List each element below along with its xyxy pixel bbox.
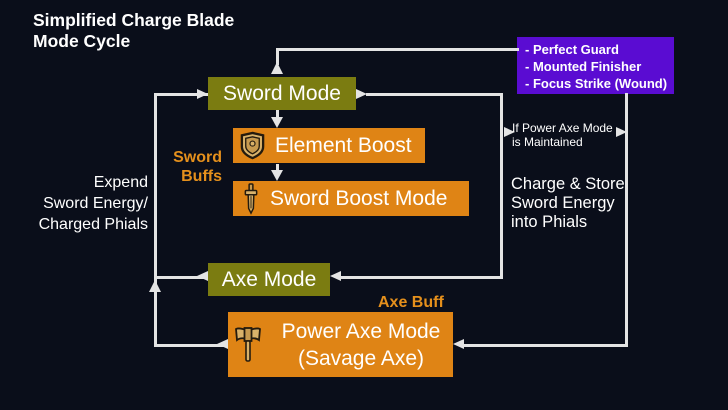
connector-charge-vertical (500, 93, 503, 279)
power-axe-mode-label-line2: (Savage Axe) (297, 346, 425, 370)
connector-element-to-boost-vertical (276, 164, 279, 173)
arrowhead-into-power-axe-mode (453, 339, 464, 349)
diagram-title-line2: Mode Cycle (33, 31, 131, 51)
expend-energy-note-line1: Expend (93, 174, 148, 191)
arrowhead-sword-mode-exit-up (271, 62, 283, 74)
power-axe-mode-label-line1: Power Axe Mode (281, 319, 441, 343)
sword-buffs-label-line2: Buffs (181, 168, 222, 185)
connector-sword-to-moves-horizontal (276, 48, 519, 51)
shield-icon (238, 131, 267, 160)
arrowhead-sword-mode-exit-right (356, 89, 367, 99)
arrowhead-axe-mode-exit-left (197, 271, 208, 281)
arrowhead-left-loop-up (149, 280, 161, 292)
node-axe-mode: Axe Mode (208, 263, 330, 296)
move-item-focus-strike: - Focus Strike (Wound) (525, 76, 668, 91)
node-power-axe-mode: Power Axe Mode (Savage Axe) (228, 312, 453, 377)
expend-energy-note-line3: Charged Phials (38, 216, 148, 233)
if-maintained-note-line1: If Power Axe Mode (512, 121, 613, 135)
connector-moves-vertical (625, 93, 628, 347)
expend-energy-note-line2: Sword Energy/ (43, 195, 148, 212)
trigger-moves-box: - Perfect Guard - Mounted Finisher - Foc… (517, 37, 674, 94)
charge-store-note-line1: Charge & Store (511, 175, 625, 193)
sword-boost-mode-label: Sword Boost Mode (270, 186, 448, 210)
connector-sword-to-moves-vertical (276, 48, 279, 65)
connector-poweraxe-exit-horizontal (154, 344, 228, 347)
axe-mode-label: Axe Mode (221, 267, 317, 291)
element-boost-label: Element Boost (275, 133, 412, 157)
expend-energy-note: Expend Sword Energy/ Charged Phials (18, 172, 148, 235)
if-maintained-note-line2: is Maintained (512, 135, 583, 149)
diagram-title: Simplified Charge Blade Mode Cycle (33, 10, 234, 52)
diagram-title-line1: Simplified Charge Blade (33, 10, 235, 30)
move-item-mounted-finisher: - Mounted Finisher (525, 59, 642, 74)
charge-store-note: Charge & Store Sword Energy into Phials (511, 175, 625, 232)
node-element-boost: Element Boost (233, 128, 425, 163)
node-sword-mode: Sword Mode (208, 77, 356, 110)
if-maintained-note: If Power Axe Mode is Maintained (512, 121, 613, 149)
connector-charge-bottom-horizontal (340, 276, 503, 279)
arrowhead-into-axe-mode (330, 271, 341, 281)
arrowhead-into-sword-boost-mode (271, 170, 283, 181)
axe-icon (233, 326, 263, 363)
sword-mode-label: Sword Mode (223, 81, 341, 105)
sword-buffs-label: Sword Buffs (150, 148, 222, 186)
connector-moves-bottom-horizontal (463, 344, 628, 347)
charge-store-note-line2: Sword Energy (511, 194, 615, 212)
sword-buffs-label-line1: Sword (173, 149, 222, 166)
arrowhead-poweraxe-exit-left (217, 339, 228, 349)
axe-buff-label: Axe Buff (378, 294, 444, 311)
sword-icon (240, 182, 262, 215)
arrowhead-if-maintained-end (616, 127, 627, 137)
arrowhead-into-sword-mode (197, 89, 208, 99)
connector-charge-top-horizontal (366, 93, 503, 96)
connector-left-to-sword-horizontal (154, 93, 208, 96)
connector-axe-exit-horizontal (154, 276, 208, 279)
arrowhead-into-element-boost (271, 117, 283, 128)
arrowhead-if-maintained-start (504, 127, 515, 137)
node-sword-boost-mode: Sword Boost Mode (233, 181, 469, 216)
connector-sword-to-element-vertical (276, 110, 279, 119)
connector-left-vertical (154, 93, 157, 347)
move-item-perfect-guard: - Perfect Guard (525, 42, 619, 57)
charge-store-note-line3: into Phials (511, 213, 588, 231)
